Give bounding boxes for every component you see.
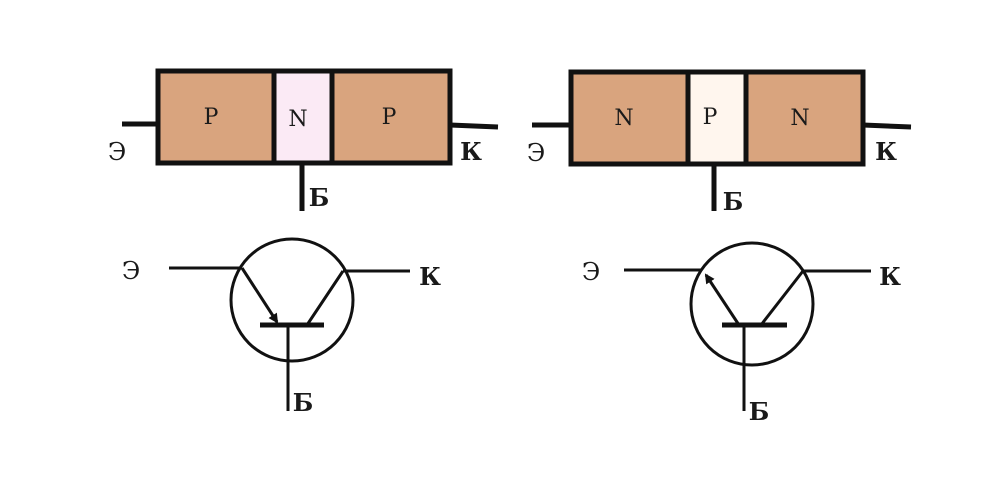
npn-region-label-1: N: [614, 106, 633, 131]
npn-symbol-emitter-arrow: [704, 273, 741, 326]
npn-collector-lead: [862, 122, 912, 130]
pnp-symbol-circle: [229, 237, 355, 363]
pnp-symbol-collector-diagonal: [305, 270, 345, 326]
npn-symbol-collector-label: К: [879, 262, 901, 291]
pnp-base-label: Б: [309, 183, 330, 212]
pnp-region-label-2: N: [288, 107, 307, 132]
pnp-collector-lead: [449, 122, 499, 130]
pnp-structure: P N P Э К Б: [108, 68, 499, 212]
pnp-emitter-label: Э: [108, 138, 126, 166]
npn-symbol-circle: [689, 241, 815, 367]
npn-emitter-label: Э: [527, 139, 545, 167]
pnp-collector-label: К: [460, 137, 482, 166]
npn-region-label-3: N: [790, 106, 809, 131]
pnp-region-p-right: [329, 68, 453, 166]
pnp-symbol-emitter-arrow: [240, 267, 279, 324]
npn-base-label: Б: [723, 187, 744, 216]
npn-region-n-left: [568, 69, 691, 167]
npn-symbol: Э К Б: [582, 241, 901, 426]
npn-region-label-2: P: [703, 105, 718, 130]
pnp-symbol-collector-label: К: [419, 262, 441, 291]
pnp-region-label-1: P: [204, 105, 219, 130]
npn-region-n-right: [743, 69, 866, 167]
npn-structure: N P N Э К Б: [527, 69, 912, 216]
pnp-symbol-emitter-label: Э: [122, 257, 140, 285]
pnp-region-label-3: P: [382, 105, 397, 130]
pnp-symbol-base-label: Б: [293, 388, 314, 417]
npn-symbol-collector-diagonal: [759, 270, 805, 326]
npn-collector-label: К: [875, 137, 897, 166]
npn-symbol-emitter-label: Э: [582, 258, 600, 286]
npn-symbol-base-label: Б: [749, 397, 770, 426]
pnp-symbol: Э К Б: [122, 237, 441, 417]
